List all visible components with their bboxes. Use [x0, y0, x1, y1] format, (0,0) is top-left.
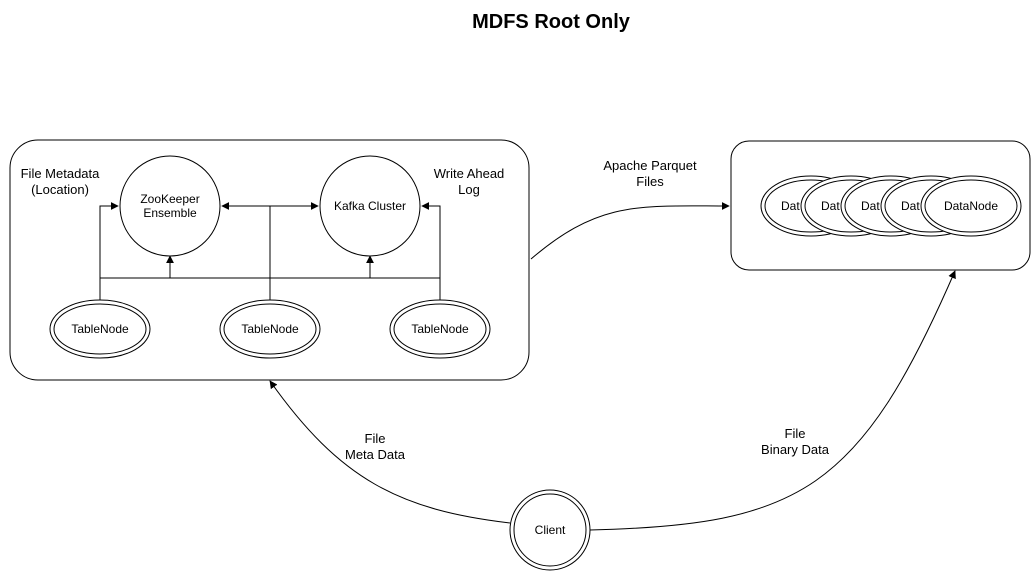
zookeeper-node [119, 155, 221, 257]
kafka-node [319, 155, 421, 257]
zookeeper-label-line1: ZooKeeper [140, 192, 199, 206]
parquet-label-line2: Files [636, 174, 664, 189]
client-to-data-cluster-edge [589, 270, 956, 531]
binary-edge-label-line2: Binary Data [761, 442, 830, 457]
tablenode1-to-zookeeper-edge [99, 202, 119, 300]
tablenode-1: TableNode [49, 299, 151, 359]
binary-edge-label-line1: File [785, 426, 806, 441]
file-metadata-label-line2: (Location) [31, 182, 89, 197]
client-node: Client [509, 489, 591, 571]
datanode-3-label: Dat [861, 199, 880, 213]
tablenode-2-label: TableNode [241, 322, 299, 336]
datanode-1-label: Dat [781, 199, 800, 213]
kafka-label: Kafka Cluster [334, 199, 406, 213]
tablenode-3: TableNode [389, 299, 491, 359]
internal-connections [99, 202, 441, 300]
datanode-5-label: DataNode [944, 199, 998, 213]
diagram-title: MDFS Root Only [472, 11, 631, 33]
zookeeper-label-line2: Ensemble [143, 206, 197, 220]
write-ahead-label-line2: Log [458, 182, 480, 197]
parquet-label-line1: Apache Parquet [603, 158, 697, 173]
file-metadata-label-line1: File Metadata [21, 166, 101, 181]
parquet-edge [530, 201, 730, 260]
write-ahead-label-line1: Write Ahead [434, 166, 505, 181]
client-label: Client [535, 523, 566, 537]
tablenode-1-label: TableNode [71, 322, 129, 336]
tablenode3-to-kafka-edge [421, 202, 441, 300]
datanode-5: DataNode [920, 175, 1022, 237]
client-to-table-cluster-edge [269, 380, 511, 524]
datanode-2-label: Dat [821, 199, 840, 213]
meta-edge-label-line2: Meta Data [345, 447, 406, 462]
tablenode-2: TableNode [219, 299, 321, 359]
meta-edge-label-line1: File [365, 431, 386, 446]
datanode-4-label: Dat [901, 199, 920, 213]
tablenode-3-label: TableNode [411, 322, 469, 336]
